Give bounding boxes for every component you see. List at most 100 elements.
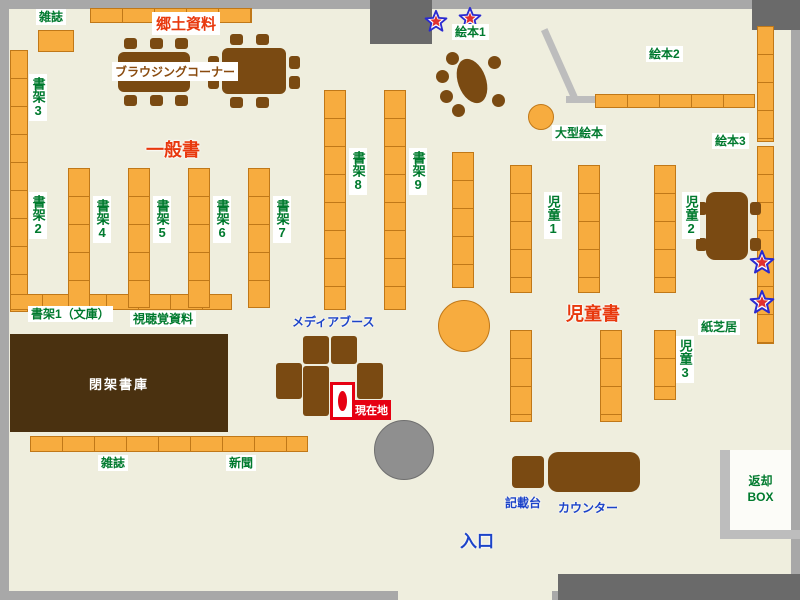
- label-picture-books-3: 絵本3: [712, 133, 749, 150]
- shelf-picture-books-top: [595, 94, 755, 108]
- children-reading-table: [706, 192, 748, 260]
- chair: [696, 238, 707, 251]
- shelf-9: [384, 90, 406, 310]
- wall-right: [791, 0, 800, 600]
- label-shelf-2: 書架2: [29, 192, 47, 239]
- closed-stacks-label: 閉架書庫: [88, 376, 149, 392]
- chair: [175, 38, 188, 49]
- return-box-wall-vertical: [720, 450, 730, 536]
- chair: [124, 95, 137, 106]
- chair: [256, 97, 269, 108]
- shelf-magazines-top: [38, 30, 74, 52]
- chair: [289, 76, 300, 89]
- label-newspapers: 新聞: [226, 455, 257, 472]
- chair: [256, 34, 269, 45]
- shelf-children-2: [654, 165, 676, 293]
- large-picture-books-table: [528, 104, 554, 130]
- shelf-7: [248, 168, 270, 308]
- top-pillar-wall: [370, 0, 432, 44]
- label-picture-books-1: 絵本1: [452, 24, 489, 41]
- label-children-1: 児童1: [544, 192, 562, 239]
- label-shelf-8: 書架8: [349, 148, 367, 195]
- shelf-5: [128, 168, 150, 308]
- chair: [124, 38, 137, 49]
- label-children-3: 児童3: [676, 336, 694, 383]
- closed-stacks-room: 閉架書庫: [10, 334, 228, 432]
- shelf-children-1-upper: [510, 165, 532, 293]
- chair: [230, 97, 243, 108]
- chair: [150, 95, 163, 106]
- return-box-label-line2: BOX: [747, 490, 774, 504]
- return-box-wall-horizontal: [720, 530, 800, 539]
- chair: [289, 56, 300, 69]
- label-writing-desk: 記載台: [505, 496, 542, 510]
- top-right-corner-wall: [752, 0, 800, 30]
- wall-left: [0, 0, 9, 600]
- media-booth-unit: [331, 336, 357, 364]
- label-childrens-books: 児童書: [566, 304, 620, 324]
- stool: [492, 94, 505, 107]
- media-booth-unit: [303, 366, 329, 416]
- media-booth-unit: [276, 363, 302, 399]
- shelf-children-middle: [578, 165, 600, 293]
- star-icon: [424, 9, 448, 32]
- chair: [175, 95, 188, 106]
- label-shelf-6: 書架6: [213, 196, 231, 243]
- label-audiovisual: 視聴覚資料: [130, 311, 197, 328]
- label-shelf-9: 書架9: [409, 148, 427, 195]
- stool: [452, 104, 465, 117]
- shelf-8: [324, 90, 346, 310]
- label-shelf-1-bunko: 書架1（文庫）: [28, 306, 113, 323]
- label-children-2: 児童2: [682, 192, 700, 239]
- stool: [436, 70, 449, 83]
- label-picture-books-2: 絵本2: [646, 46, 683, 63]
- stool: [446, 52, 459, 65]
- current-location-label: 現在地: [352, 400, 391, 420]
- label-general-books: 一般書: [146, 140, 200, 160]
- media-booth-unit: [357, 363, 383, 399]
- media-booth-unit: [303, 336, 329, 364]
- label-magazines-top: 雑誌: [36, 9, 67, 26]
- return-box-room: 返却 BOX: [730, 450, 791, 530]
- chair: [750, 202, 761, 215]
- diagonal-wall: [541, 28, 578, 99]
- chair: [150, 38, 163, 49]
- pillar: [374, 420, 434, 480]
- shelf-6: [188, 168, 210, 308]
- shelf-children-middle-lower: [600, 330, 622, 422]
- chair: [208, 76, 219, 89]
- shelf-right-wall-upper: [757, 26, 774, 142]
- stool: [488, 56, 501, 69]
- label-shelf-4: 書架4: [93, 196, 111, 243]
- label-local-materials: 郷土資料: [152, 12, 221, 35]
- shelf-magazine-newspaper-row: [30, 436, 308, 452]
- writing-desk: [512, 456, 544, 488]
- stool: [440, 90, 453, 103]
- label-browsing-corner: ブラウジングコーナー: [112, 62, 239, 81]
- return-box-label-line1: 返却: [748, 474, 773, 489]
- label-media-booth: メディアブース: [292, 315, 375, 329]
- shelf-children-3: [654, 330, 676, 400]
- label-entrance: 入口: [460, 532, 494, 551]
- label-kamishibai: 紙芝居: [698, 319, 741, 336]
- counter-desk: [548, 452, 640, 492]
- label-shelf-5: 書架5: [153, 196, 171, 243]
- label-magazines-bottom: 雑誌: [98, 455, 129, 472]
- chair: [696, 202, 707, 215]
- shelf-center: [452, 152, 474, 288]
- star-icon: [749, 250, 775, 274]
- shelf-4: [68, 168, 90, 308]
- wall-bottom-left: [0, 591, 398, 600]
- label-large-picture-books: 大型絵本: [552, 125, 607, 142]
- chair: [230, 34, 243, 45]
- diagonal-wall-foot: [566, 96, 600, 103]
- label-shelf-3: 書架3: [29, 74, 47, 121]
- label-shelf-7: 書架7: [273, 196, 291, 243]
- chair: [750, 238, 761, 251]
- label-counter: カウンター: [558, 501, 619, 515]
- shelf-children-1-lower: [510, 330, 532, 422]
- star-icon: [458, 6, 482, 29]
- bottom-right-block: [558, 574, 800, 600]
- shelf-left-wall: [10, 50, 28, 312]
